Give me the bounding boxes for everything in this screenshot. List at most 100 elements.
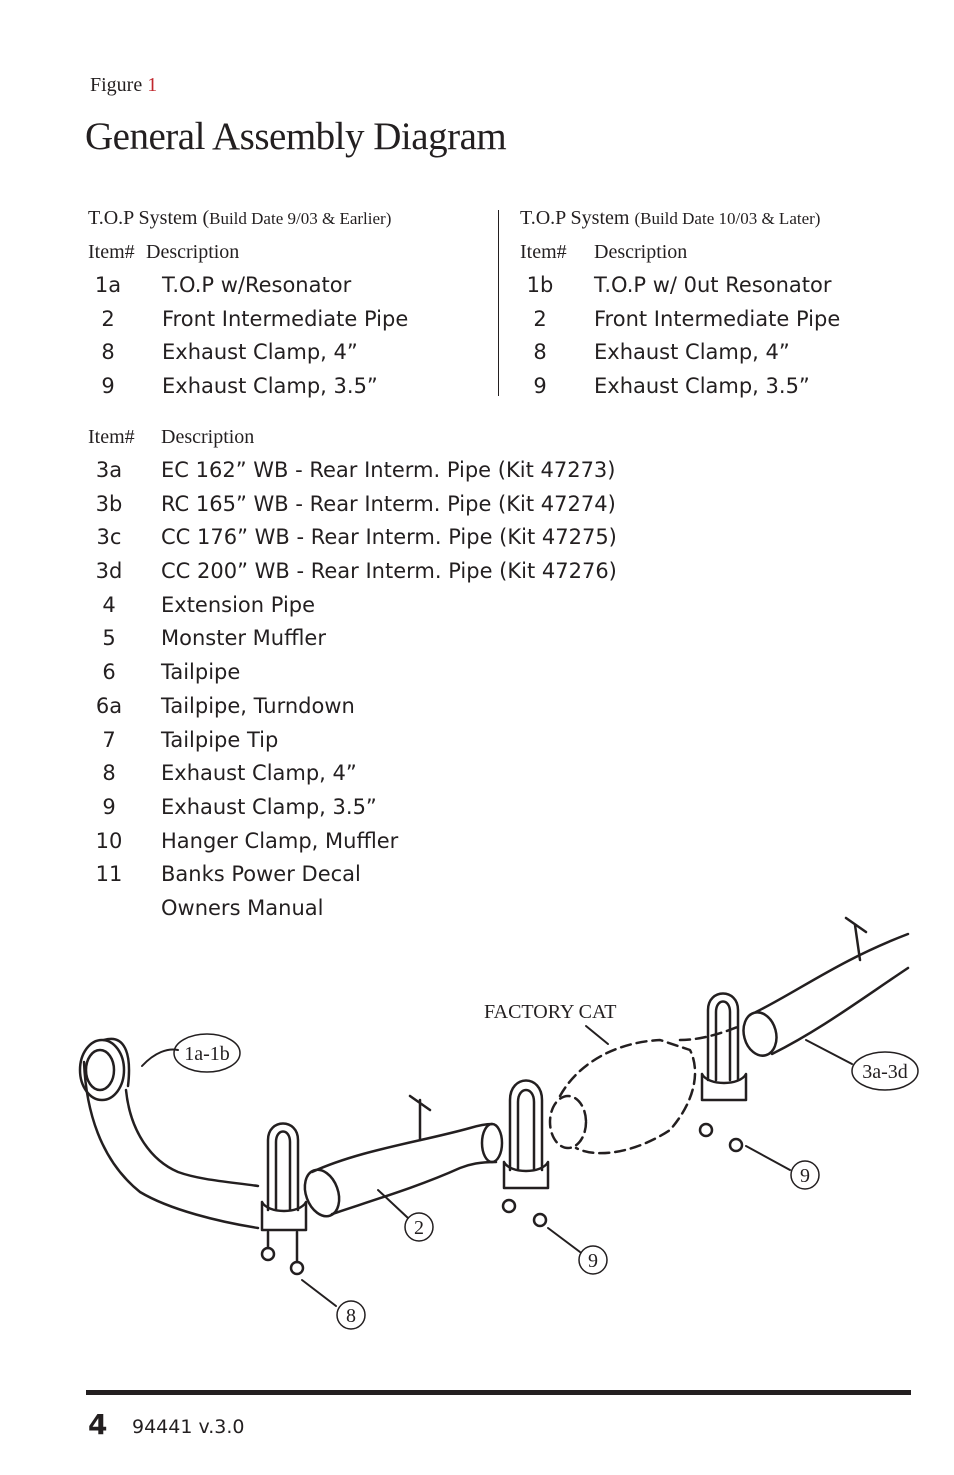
item-description: CC 200” WB - Rear Interm. Pipe (Kit 4727… [161,559,617,584]
leader-lines [141,1025,853,1307]
callout-3a-3d-text: 3a-3d [862,1061,908,1083]
clamp-3-5in-right-drawing [698,992,748,1153]
item-description: Hanger Clamp, Muffler [161,828,399,853]
top-pipe-drawing [78,1037,260,1230]
item-description: Extension Pipe [161,592,316,617]
item-number: 9 [102,794,116,819]
callout-2 [404,1212,434,1242]
factory-cat-drawing [548,1024,742,1155]
callout-9-right [790,1160,820,1190]
item-number: 1a [94,273,122,297]
callout-1a-1b-text: 1a-1b [184,1043,230,1065]
list-item: 1a T.O.P w/Resonator [88,269,488,303]
list-item: 9 Exhaust Clamp, 3.5” [88,791,688,825]
callout-2-text: 2 [414,1217,424,1239]
item-description: Exhaust Clamp, 3.5” [594,374,810,399]
list-item: 3b RC 165” WB - Rear Interm. Pipe (Kit 47… [88,488,688,522]
item-number: 1b [526,273,554,297]
item-description: Exhaust Clamp, 3.5” [162,374,378,399]
item-number: 4 [102,592,116,617]
list-header: Item# Description [520,241,688,263]
callout-9-right-text: 9 [800,1165,810,1187]
top-system-early-heading: T.O.P System (Build Date 9/03 & Earlier) [88,207,392,229]
rear-intermediate-pipe-drawing [742,916,910,1057]
list-item: 3c CC 176” WB - Rear Interm. Pipe (Kit 47… [88,521,688,555]
factory-cat-label: FACTORY CAT [484,1001,616,1023]
item-number: 6a [95,693,123,718]
list-item: 2 Front Intermediate Pipe [520,303,940,337]
callout-1a-1b [173,1033,241,1073]
list-item: 1b T.O.P w/ 0ut Resonator [520,269,940,303]
page-number: 4 [88,1408,108,1441]
list-item: 8 Exhaust Clamp, 4” [88,336,488,370]
parts-list: Item# Description 3a EC 162” WB - Rear In… [88,420,688,926]
item-description: Front Intermediate Pipe [594,306,841,331]
item-number: 3c [96,525,122,550]
item-number: 8 [102,761,116,786]
callout-8-text: 8 [346,1305,356,1327]
item-number: 10 [95,828,123,853]
list-item: Owners Manual [88,892,688,926]
item-number: 8 [533,340,547,365]
item-number: 9 [101,374,115,399]
list-item: 2 Front Intermediate Pipe [88,303,488,337]
item-description: Exhaust Clamp, 4” [161,761,357,786]
list-item: 3d CC 200” WB - Rear Interm. Pipe (Kit 47… [88,555,688,589]
item-number: 2 [101,306,115,331]
item-number: 7 [102,727,116,752]
list-item: 5 Monster Muffler [88,622,688,656]
item-number: 3a [95,458,123,482]
top-system-early-list: T.O.P System (Build Date 9/03 & Earlier)… [88,201,488,404]
top-system-later-list: T.O.P System (Build Date 10/03 & Later) … [520,201,940,404]
item-number: 8 [101,340,115,365]
list-item: 3a EC 162” WB - Rear Interm. Pipe (Kit 47… [88,454,688,488]
callout-3a-3d [851,1051,919,1091]
item-description: T.O.P w/Resonator [162,273,352,297]
item-number: 6 [102,660,116,685]
list-item: 6a Tailpipe, Turndown [88,690,688,724]
item-number: 5 [102,626,116,651]
callout-9-middle-text: 9 [588,1250,598,1272]
footer-rule [86,1390,911,1395]
top-system-later-heading: T.O.P System (Build Date 10/03 & Later) [520,207,821,229]
item-description: Banks Power Decal [161,862,361,887]
item-description: Tailpipe Tip [161,727,279,752]
list-item: 4 Extension Pipe [88,589,688,623]
item-description: CC 176” WB - Rear Interm. Pipe (Kit 4727… [161,525,617,550]
item-description: T.O.P w/ 0ut Resonator [594,273,832,297]
item-description: Tailpipe [161,660,241,685]
item-description: Exhaust Clamp, 4” [594,340,790,365]
list-item: 6 Tailpipe [88,656,688,690]
list-item: 8 Exhaust Clamp, 4” [88,757,688,791]
page-title: General Assembly Diagram [85,115,507,158]
item-description: Exhaust Clamp, 4” [162,340,358,365]
item-number: 11 [95,862,123,887]
item-number: 3d [95,559,123,584]
document-number: 94441 v.3.0 [132,1416,245,1438]
item-description: Tailpipe, Turndown [161,693,355,718]
list-item: 9 Exhaust Clamp, 3.5” [88,370,488,404]
column-divider [498,210,499,396]
item-number: 2 [533,306,547,331]
item-description: Owners Manual [161,895,324,920]
clamp-4in-drawing [260,1122,308,1276]
list-item: 7 Tailpipe Tip [88,724,688,758]
item-description: EC 162” WB - Rear Interm. Pipe (Kit 4727… [161,458,616,482]
callout-9-middle [578,1245,608,1275]
item-description: Monster Muffler [161,626,326,651]
item-number: 3b [95,491,123,516]
list-item: 8 Exhaust Clamp, 4” [520,336,940,370]
list-item: 9 Exhaust Clamp, 3.5” [520,370,940,404]
item-description: Exhaust Clamp, 3.5” [161,794,377,819]
item-description: RC 165” WB - Rear Interm. Pipe (Kit 4727… [161,491,616,516]
list-header: Item# Description [88,426,255,448]
item-number: 9 [533,374,547,399]
callout-8 [336,1300,366,1330]
assembly-diagram: 1a-1b 3a-3d 2 8 9 9 FACTORY CAT [78,916,919,1330]
list-item: 11 Banks Power Decal [88,858,688,892]
list-item: 10 Hanger Clamp, Muffler [88,825,688,859]
item-description: Front Intermediate Pipe [162,306,409,331]
figure-label: Figure 1 [90,74,158,96]
clamp-3-5in-middle-drawing [501,1079,550,1228]
front-intermediate-pipe-drawing [303,1094,504,1218]
